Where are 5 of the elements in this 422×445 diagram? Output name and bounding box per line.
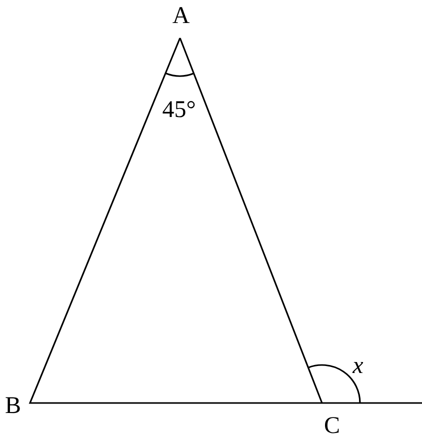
- angle-label: x: [352, 354, 364, 378]
- angle-label: 45°: [162, 98, 196, 122]
- vertex-label: B: [5, 394, 21, 418]
- vertex-label: A: [172, 4, 190, 28]
- vertex-label: C: [324, 414, 340, 438]
